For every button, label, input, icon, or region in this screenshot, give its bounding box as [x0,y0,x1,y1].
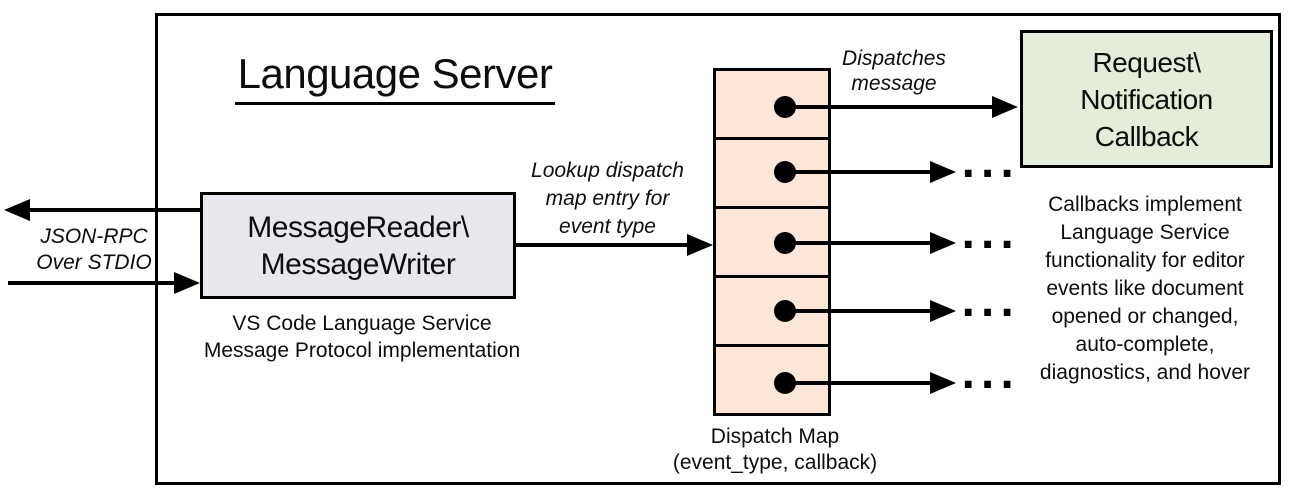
page-title: Language Server [205,50,585,105]
reader-caption: VS Code Language Service Message Protoco… [188,310,536,364]
dispatches-label: Dispatches message [815,46,973,96]
callbacks-note-line4: events like document [1046,277,1244,300]
dispatch-map-caption: Dispatch Map (event_type, callback) [645,424,905,476]
dispatch-map-cell-3 [716,206,828,275]
callbacks-note-line2: Language Service [1060,221,1230,244]
reader-caption-line2: Message Protocol implementation [203,339,521,362]
diagram-title: Language Server [234,50,556,105]
stdio-label: JSON-RPC Over STDIO [8,224,180,276]
dispatches-label-line2: message [851,72,937,95]
callbacks-note-line7: diagnostics, and hover [1039,361,1251,384]
ellipsis-row-2: ... [961,142,1020,186]
dispatch-caption-line1: Dispatch Map [710,425,840,448]
callbacks-note-line5: opened or changed, [1051,305,1239,328]
callbacks-note: Callbacks implement Language Service fun… [1006,191,1284,387]
reader-caption-line1: VS Code Language Service [232,312,492,335]
request-notification-callback-box: Request\ Notification Callback [1020,30,1273,168]
callbacks-note-line1: Callbacks implement [1048,193,1242,216]
dispatch-map-cell-5 [716,344,828,413]
reader-box-line2: MessageWriter [260,247,456,281]
dispatch-map [713,68,831,416]
reader-box-line1: MessageReader\ [247,210,469,244]
stdio-out-arrowhead [4,199,30,221]
dispatch-map-cell-2 [716,137,828,206]
stdio-label-line1: JSON-RPC [40,225,148,248]
callback-box-line1: Request\ [1092,46,1201,78]
lookup-label-line1: Lookup dispatch [531,159,684,182]
dispatch-map-cell-1 [716,71,828,137]
ellipsis-row-5: ... [961,353,1020,397]
ellipsis-row-4: ... [961,281,1020,325]
callback-box-line2: Notification [1080,83,1213,115]
language-server-boundary [155,13,1281,485]
stdio-label-line2: Over STDIO [36,251,152,274]
dispatch-caption-line2: (event_type, callback) [672,451,878,474]
callback-box-line3: Callback [1094,120,1199,152]
message-reader-writer-box: MessageReader\ MessageWriter [200,192,516,299]
callbacks-note-line3: functionality for editor [1045,249,1245,272]
dispatches-label-line1: Dispatches [842,47,946,70]
lookup-label-line3: event type [559,215,656,238]
callbacks-note-line6: auto-complete, [1075,333,1215,356]
dispatch-map-cell-4 [716,275,828,344]
ellipsis-row-3: ... [961,213,1020,257]
lookup-label-line2: map entry for [545,187,670,210]
lookup-label: Lookup dispatch map entry for event type [510,157,705,241]
